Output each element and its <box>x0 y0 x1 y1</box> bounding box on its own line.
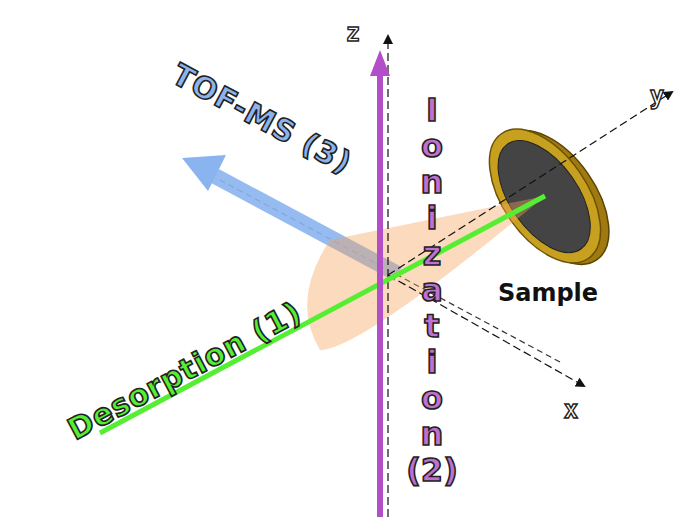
axis-label: z <box>346 19 360 47</box>
z-axis <box>387 36 388 517</box>
ionization-label: Ionization (2) <box>406 92 458 488</box>
tof-arrow-head <box>182 155 226 191</box>
sample-disk <box>467 106 631 287</box>
desorption-plume <box>307 196 545 350</box>
axis-label: y <box>650 82 664 110</box>
ionization-arrow-head <box>370 50 390 76</box>
y-axis <box>388 92 672 275</box>
ionization-beam <box>377 72 383 517</box>
axis-label: x <box>564 396 578 424</box>
sample-label: Sample <box>498 279 598 307</box>
desorption-label: Desorption (1) <box>62 294 307 447</box>
